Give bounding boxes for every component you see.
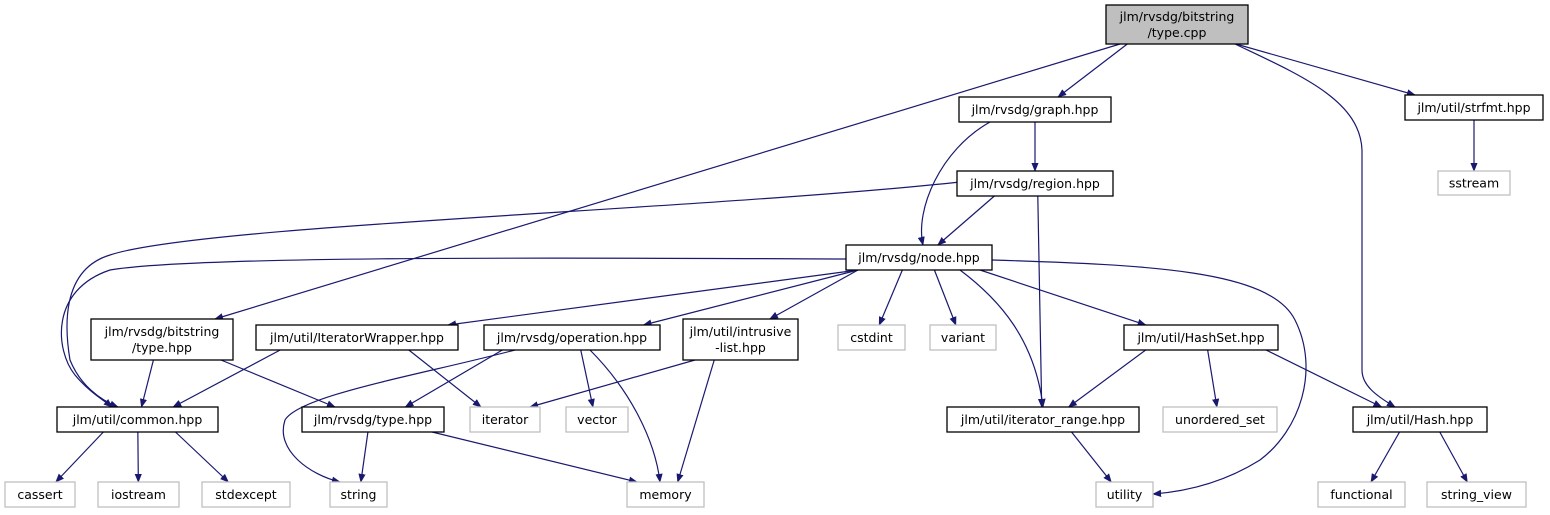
edge-root-graph bbox=[1057, 43, 1128, 98]
edge-hashset-unordered_set bbox=[1207, 349, 1220, 408]
node-label: jlm/rvsdg/operation.hpp bbox=[496, 330, 647, 345]
node-label: variant bbox=[941, 330, 985, 345]
node-utility: utility bbox=[1095, 481, 1154, 508]
node-label: string bbox=[341, 487, 377, 502]
node-iostream: iostream bbox=[97, 481, 180, 508]
edge-operation-string bbox=[282, 349, 516, 484]
node-label: jlm/rvsdg/bitstring bbox=[1119, 9, 1235, 24]
node-vector: vector bbox=[565, 406, 629, 433]
node-iterrange[interactable]: jlm/util/iterator_range.hpp bbox=[946, 406, 1140, 433]
node-iterwrap[interactable]: jlm/util/IteratorWrapper.hpp bbox=[255, 324, 459, 351]
edge-node-operation bbox=[642, 269, 859, 327]
edge-type-memory bbox=[431, 431, 638, 484]
node-label: jlm/util/HashSet.hpp bbox=[1136, 330, 1264, 345]
edge-operation-type bbox=[404, 349, 503, 408]
edge-operation-memory bbox=[589, 349, 663, 483]
edge-root-hash bbox=[1234, 43, 1396, 408]
node-label: vector bbox=[577, 412, 618, 427]
node-label: string_view bbox=[1441, 487, 1512, 502]
edge-root-bittype bbox=[214, 43, 1121, 321]
node-string: string bbox=[329, 481, 388, 508]
node-label: /type.hpp bbox=[132, 340, 192, 355]
node-node[interactable]: jlm/rvsdg/node.hpp bbox=[845, 244, 993, 271]
edge-node-hashset bbox=[979, 269, 1147, 326]
edge-node-common bbox=[60, 257, 847, 408]
node-unordered_set: unordered_set bbox=[1162, 406, 1278, 433]
edge-node-iterrange bbox=[959, 269, 1046, 408]
node-hashset[interactable]: jlm/util/HashSet.hpp bbox=[1123, 324, 1279, 351]
node-label: utility bbox=[1107, 487, 1143, 502]
edge-hash-string_view bbox=[1439, 431, 1468, 483]
edge-node-utility bbox=[991, 259, 1307, 497]
node-memory: memory bbox=[626, 481, 705, 508]
node-strfmt[interactable]: jlm/util/strfmt.hpp bbox=[1404, 94, 1544, 121]
edge-node-iterwrap bbox=[447, 269, 859, 328]
node-stdexcept: stdexcept bbox=[201, 481, 291, 508]
edge-hash-functional bbox=[1370, 431, 1401, 483]
node-label: jlm/rvsdg/node.hpp bbox=[857, 250, 979, 265]
node-iterator: iterator bbox=[469, 406, 541, 433]
edge-region-common bbox=[66, 181, 961, 408]
edge-root-strfmt bbox=[1235, 43, 1416, 97]
edge-hashset-iterrange bbox=[1067, 349, 1147, 408]
node-label: functional bbox=[1330, 487, 1392, 502]
node-label: cstdint bbox=[850, 330, 893, 345]
edge-common-stdexcept bbox=[175, 431, 230, 483]
edge-node-cstdint bbox=[878, 269, 903, 326]
node-label: jlm/rvsdg/bitstring bbox=[104, 324, 220, 339]
node-label: jlm/util/Hash.hpp bbox=[1366, 412, 1474, 427]
node-string_view: string_view bbox=[1426, 481, 1527, 508]
node-label: sstream bbox=[1449, 176, 1499, 191]
node-label: memory bbox=[639, 487, 692, 502]
edge-intrusive-memory bbox=[676, 359, 715, 483]
node-label: jlm/rvsdg/region.hpp bbox=[969, 176, 1100, 191]
node-label: iostream bbox=[111, 487, 166, 502]
node-cassert: cassert bbox=[4, 481, 76, 508]
node-label: jlm/rvsdg/type.hpp bbox=[313, 412, 432, 427]
node-label: jlm/util/intrusive bbox=[689, 324, 792, 339]
edge-intrusive-iterator bbox=[529, 359, 696, 409]
edge-iterrange-utility bbox=[1071, 431, 1112, 483]
node-root[interactable]: jlm/rvsdg/bitstring/type.cpp bbox=[1105, 4, 1249, 45]
node-label: jlm/util/strfmt.hpp bbox=[1416, 100, 1530, 115]
node-region[interactable]: jlm/rvsdg/region.hpp bbox=[956, 170, 1114, 197]
node-label: cassert bbox=[17, 487, 62, 502]
edge-bittype-type bbox=[220, 359, 336, 408]
edge-operation-vector bbox=[580, 349, 595, 408]
node-intrusive[interactable]: jlm/util/intrusive-list.hpp bbox=[682, 318, 799, 361]
node-functional: functional bbox=[1317, 481, 1406, 508]
node-label: /type.cpp bbox=[1148, 25, 1207, 40]
node-label: unordered_set bbox=[1175, 412, 1265, 427]
edge-node-intrusive bbox=[769, 269, 859, 320]
node-graph[interactable]: jlm/rvsdg/graph.hpp bbox=[958, 96, 1112, 123]
node-label: stdexcept bbox=[215, 487, 276, 502]
node-cstdint: cstdint bbox=[837, 324, 906, 351]
node-operation[interactable]: jlm/rvsdg/operation.hpp bbox=[483, 324, 661, 351]
edge-type-string bbox=[358, 431, 369, 483]
node-sstream: sstream bbox=[1437, 170, 1511, 196]
node-label: jlm/util/common.hpp bbox=[72, 412, 203, 427]
node-type[interactable]: jlm/rvsdg/type.hpp bbox=[301, 406, 445, 433]
edge-common-cassert bbox=[55, 431, 104, 483]
nodes: jlm/rvsdg/bitstring/type.cpp jlm/rvsdg/gr… bbox=[4, 4, 1544, 508]
node-label: jlm/util/iterator_range.hpp bbox=[960, 412, 1125, 427]
edge-bittype-common bbox=[139, 359, 155, 408]
edge-hashset-hash bbox=[1265, 349, 1383, 408]
edge-node-variant bbox=[933, 269, 957, 326]
node-label: iterator bbox=[482, 412, 529, 427]
edge-region-node bbox=[937, 195, 995, 246]
node-variant: variant bbox=[929, 324, 997, 351]
node-label: jlm/rvsdg/graph.hpp bbox=[971, 102, 1099, 117]
node-common[interactable]: jlm/util/common.hpp bbox=[56, 406, 219, 433]
edge-region-iterrange bbox=[1037, 195, 1046, 408]
node-hash[interactable]: jlm/util/Hash.hpp bbox=[1352, 406, 1488, 433]
edge-graph-node bbox=[917, 121, 991, 246]
node-label: -list.hpp bbox=[715, 340, 766, 355]
edges bbox=[55, 43, 1478, 497]
node-label: jlm/util/IteratorWrapper.hpp bbox=[269, 330, 444, 345]
edge-iterwrap-common bbox=[172, 349, 281, 408]
node-bittype[interactable]: jlm/rvsdg/bitstring/type.hpp bbox=[90, 318, 234, 361]
edge-iterwrap-iterator bbox=[408, 349, 482, 408]
